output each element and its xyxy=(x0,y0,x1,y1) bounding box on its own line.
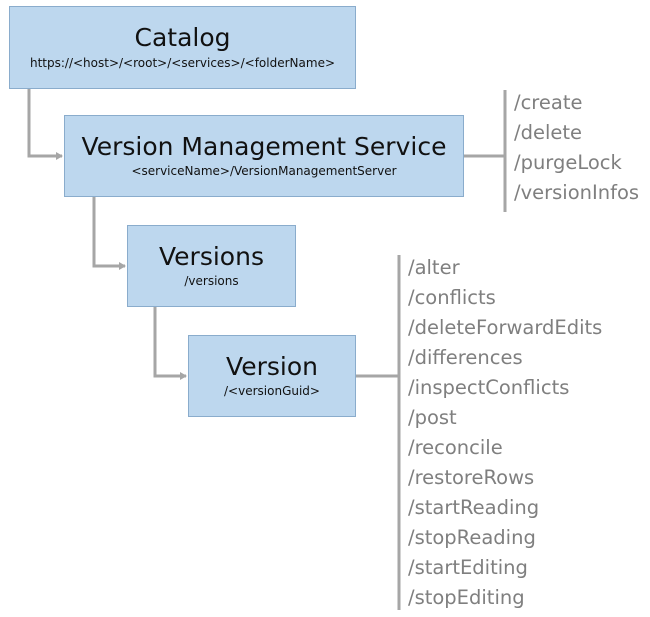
versions-path: /versions xyxy=(184,274,239,289)
version-title: Version xyxy=(226,351,318,381)
versions-title: Versions xyxy=(159,241,264,271)
version-node: Version /<versionGuid> xyxy=(188,335,356,417)
version-operation: /deleteForwardEdits xyxy=(408,316,603,339)
version-operation: /stopReading xyxy=(408,526,536,549)
vms-title: Version Management Service xyxy=(81,131,447,161)
catalog-node: Catalog https://<host>/<root>/<services>… xyxy=(9,6,356,89)
vms-operation: /create xyxy=(514,91,583,114)
versions-node: Versions /versions xyxy=(127,225,296,307)
vms-path: <serviceName>/VersionManagementServer xyxy=(131,164,397,179)
vms-operation: /versionInfos xyxy=(514,181,640,204)
version-operation: /reconcile xyxy=(408,436,503,459)
version-path: /<versionGuid> xyxy=(224,384,320,399)
version-operation: /startEditing xyxy=(408,556,528,579)
version-operation: /restoreRows xyxy=(408,466,535,489)
version-operation: /alter xyxy=(408,256,460,279)
version-operation: /stopEditing xyxy=(408,586,525,609)
vms-operation: /purgeLock xyxy=(514,151,622,174)
version-operation: /inspectConflicts xyxy=(408,376,570,399)
version-operation: /startReading xyxy=(408,496,540,519)
connector-catalog-to-vms xyxy=(27,89,63,160)
version-management-service-node: Version Management Service <serviceName>… xyxy=(64,115,464,197)
version-operations-list: /alter /conflicts /deleteForwardEdits /d… xyxy=(408,253,602,613)
connector-vms-to-versions xyxy=(92,197,126,270)
vms-operation: /delete xyxy=(514,121,583,144)
vms-operations-list: /create /delete /purgeLock /versionInfos xyxy=(514,88,639,208)
catalog-path: https://<host>/<root>/<services>/<folder… xyxy=(29,55,335,70)
version-operation: /post xyxy=(408,406,457,429)
version-operation: /differences xyxy=(408,346,523,369)
catalog-title: Catalog xyxy=(134,23,231,53)
version-operation: /conflicts xyxy=(408,286,496,309)
connector-versions-to-version xyxy=(153,307,187,380)
